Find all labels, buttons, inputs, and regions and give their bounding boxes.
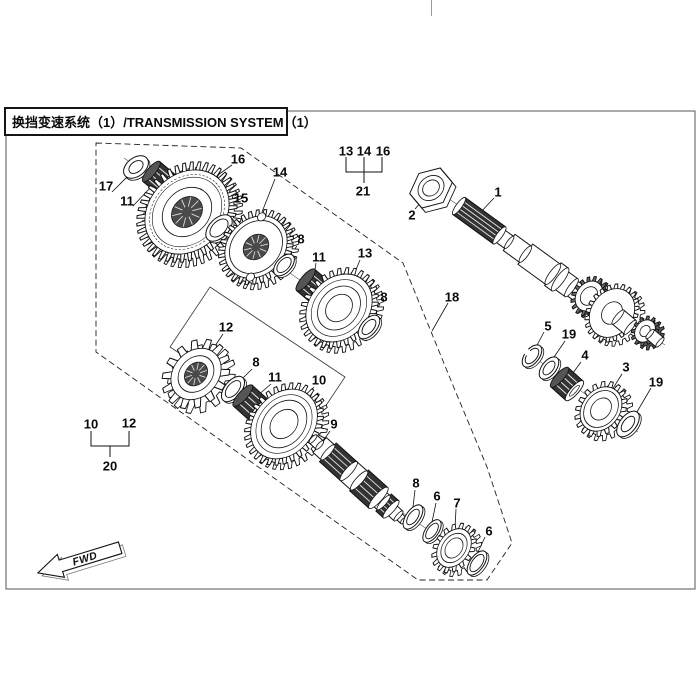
washer-17 xyxy=(123,155,151,181)
callout-19-a: 19 xyxy=(561,326,577,342)
circlip-5 xyxy=(521,344,545,370)
callout-12: 12 xyxy=(218,319,234,335)
main-shaft-hub xyxy=(611,309,637,335)
title-box: 换挡变速系统（1）/TRANSMISSION SYSTEM（1） xyxy=(4,107,317,136)
needle-bearing-4 xyxy=(549,366,585,402)
callout-10: 10 xyxy=(311,372,327,388)
callout-13: 13 xyxy=(357,245,373,261)
page-title: 换挡变速系统（1）/TRANSMISSION SYSTEM（1） xyxy=(12,115,317,130)
leader-line-20 xyxy=(431,302,449,332)
callout-11-b: 11 xyxy=(312,249,326,265)
fwd-arrow-icon xyxy=(36,541,127,581)
callout-5: 5 xyxy=(544,318,552,334)
group-21-member-16: 16 xyxy=(375,143,391,159)
washer-6-b xyxy=(466,550,490,577)
group-21-member-13: 13 xyxy=(338,143,354,159)
group-20-label: 20 xyxy=(102,458,118,474)
main-shaft-end-stub xyxy=(645,328,665,348)
leader-line-1 xyxy=(132,187,151,207)
group-20-member-10: 10 xyxy=(83,416,99,432)
callout-6-a: 6 xyxy=(433,488,441,504)
callout-15: 15 xyxy=(233,190,249,206)
washer-8-c xyxy=(220,375,247,404)
callout-6-b: 6 xyxy=(485,523,493,539)
gear-7 xyxy=(431,522,482,577)
callout-19-b: 19 xyxy=(648,374,664,390)
group-20-member-12: 12 xyxy=(121,415,137,431)
slider-gear-12 xyxy=(161,338,236,414)
group-20-bracket xyxy=(90,431,130,457)
callout-8-b: 8 xyxy=(380,289,388,305)
callout-17: 17 xyxy=(98,178,114,194)
callout-11-c: 11 xyxy=(268,369,282,385)
washer-8-d xyxy=(402,504,426,531)
callout-2: 2 xyxy=(408,207,416,223)
leader-line-4 xyxy=(261,178,276,213)
callout-11-a: 11 xyxy=(120,193,134,209)
lock-nut-2 xyxy=(409,167,457,213)
callout-14: 14 xyxy=(272,164,288,180)
leader-line-15 xyxy=(431,502,437,523)
sheet-frame xyxy=(5,110,696,590)
callout-4: 4 xyxy=(581,347,589,363)
output-shaft-9 xyxy=(308,434,408,525)
gear-13 xyxy=(299,267,385,354)
group-21-bracket xyxy=(345,157,383,183)
gear-10 xyxy=(244,382,330,471)
group-21-member-14: 14 xyxy=(356,143,372,159)
callout-9: 9 xyxy=(330,416,338,432)
callout-3: 3 xyxy=(622,359,630,375)
washer-19-a xyxy=(538,356,562,382)
washer-19-b xyxy=(616,410,642,439)
group-21-label: 21 xyxy=(355,183,371,199)
leader-line-14 xyxy=(412,489,416,508)
washer-8-a xyxy=(273,253,297,278)
callout-8-a: 8 xyxy=(297,231,305,247)
callout-1: 1 xyxy=(494,184,502,200)
countershaft-assembly-outline xyxy=(95,142,513,581)
washer-8-b xyxy=(357,314,383,341)
callout-16: 16 xyxy=(230,151,246,167)
callout-8-c: 8 xyxy=(252,354,260,370)
callout-18: 18 xyxy=(444,289,460,305)
callout-8-d: 8 xyxy=(412,475,420,491)
callout-7: 7 xyxy=(453,495,461,511)
